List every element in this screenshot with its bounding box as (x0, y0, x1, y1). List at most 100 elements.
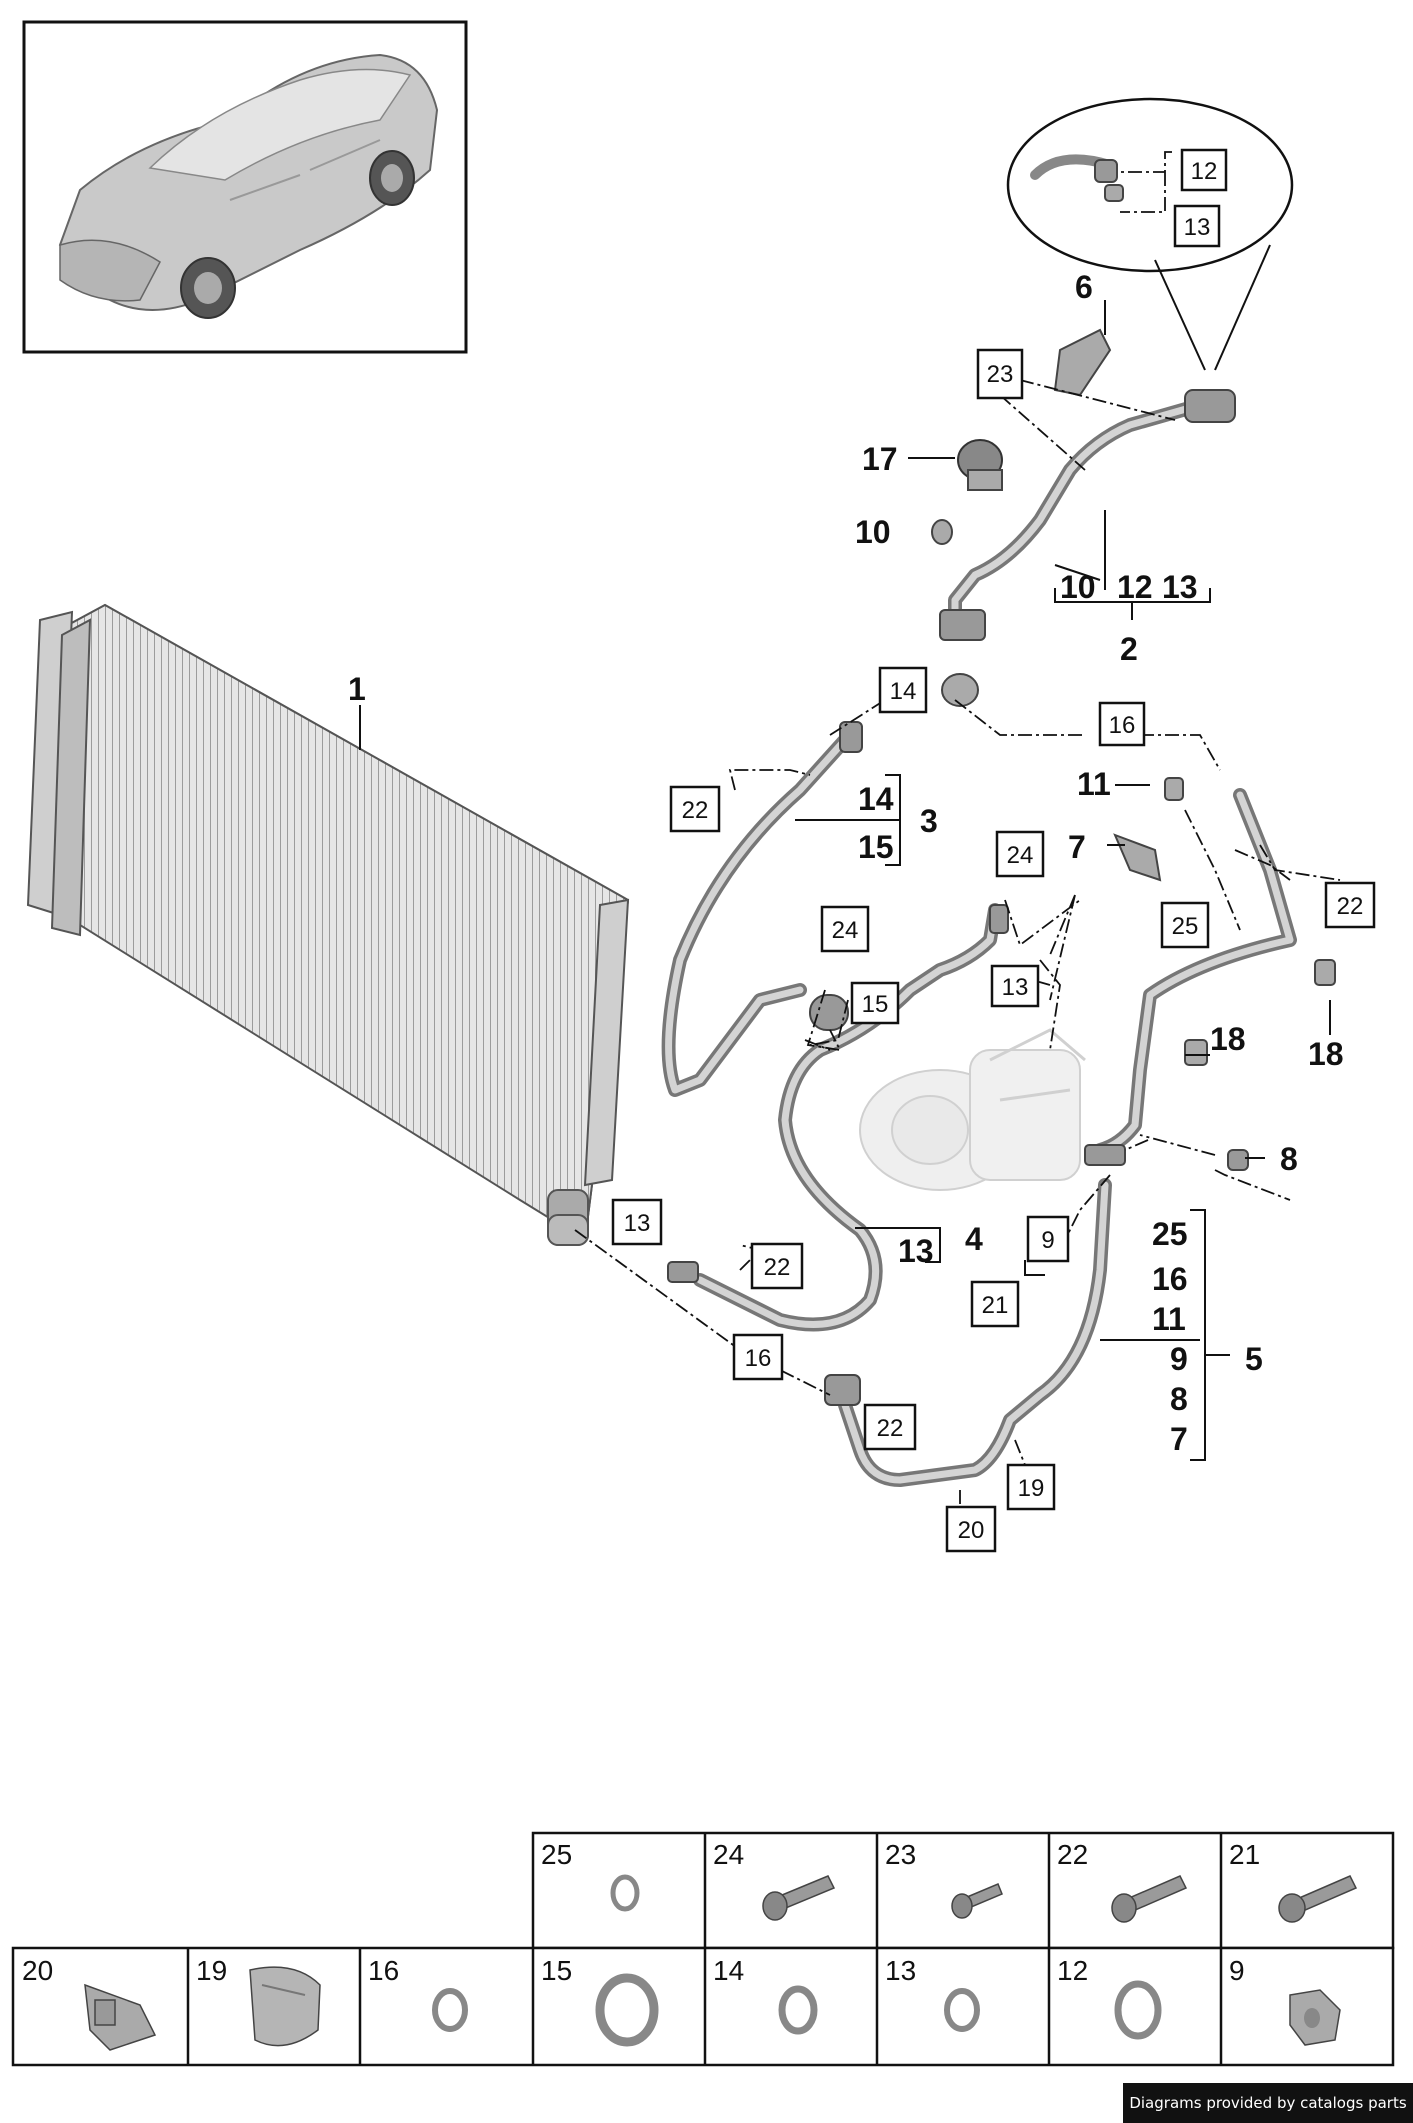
legend-label-21: 21 (1229, 1839, 1260, 1870)
callout-14: 14 (858, 781, 894, 817)
legend-label-23: 23 (885, 1839, 916, 1870)
callout-group5-a: 25 (1152, 1216, 1188, 1252)
callout-group5-f: 7 (1170, 1421, 1188, 1457)
callout-group2-b: 12 (1117, 569, 1153, 605)
svg-text:22: 22 (1337, 893, 1364, 920)
svg-text:22: 22 (877, 1415, 904, 1442)
box-16-b: 16 (732, 1333, 784, 1381)
legend-grid: 25 24 23 22 21 20 19 16 15 14 13 12 9 (11, 1831, 1395, 2067)
legend-label-15: 15 (541, 1955, 572, 1986)
svg-text:9: 9 (1041, 1227, 1054, 1254)
o-ring-icon-12 (1114, 1980, 1162, 2040)
callout-17: 17 (862, 441, 898, 477)
svg-text:24: 24 (1007, 842, 1034, 869)
callout-6: 6 (1075, 269, 1093, 305)
callout-18a: 18 (1210, 1021, 1246, 1057)
box-22-b: 22 (1324, 881, 1376, 929)
callout-10: 10 (855, 514, 891, 550)
callout-group2-c: 13 (1162, 569, 1198, 605)
callout-11: 11 (1077, 766, 1111, 802)
legend-label-24: 24 (713, 1839, 744, 1870)
svg-text:13: 13 (1002, 974, 1029, 1001)
clamp-icon (249, 1966, 321, 2047)
svg-text:13: 13 (1184, 214, 1211, 241)
box-19: 19 (1006, 1463, 1056, 1511)
callout-group4: 13 (898, 1233, 934, 1269)
svg-text:12: 12 (1191, 158, 1218, 185)
callout-2: 2 (1120, 631, 1138, 667)
legend-label-14: 14 (713, 1955, 744, 1986)
callout-5: 5 (1245, 1341, 1263, 1377)
box-22-d: 22 (863, 1403, 917, 1451)
valve-core-icon (1289, 1989, 1341, 2046)
bolt-icon (762, 1875, 836, 1921)
ac-lines (661, 398, 1297, 1487)
vehicle-thumbnail (22, 20, 468, 354)
compressor-part (859, 1028, 1086, 1191)
box-13-low: 13 (611, 1198, 663, 1246)
box-22-c: 22 (750, 1242, 804, 1290)
svg-text:16: 16 (1109, 712, 1136, 739)
svg-text:24: 24 (832, 917, 859, 944)
legend-label-25: 25 (541, 1839, 572, 1870)
legend-label-16: 16 (368, 1955, 399, 1986)
svg-text:22: 22 (682, 797, 709, 824)
svg-text:25: 25 (1172, 913, 1199, 940)
boxed-callouts: 12 13 23 14 16 22 24 22 24 25 15 13 13 2… (611, 148, 1376, 1553)
box-24-b: 24 (820, 905, 870, 953)
svg-text:21: 21 (982, 1292, 1009, 1319)
legend-label-20: 20 (22, 1955, 53, 1986)
screw-icon (951, 1883, 1003, 1919)
box-13-top: 13 (1173, 204, 1221, 248)
callout-8: 8 (1280, 1141, 1298, 1177)
box-16-a: 16 (1098, 701, 1146, 747)
box-22-a: 22 (669, 785, 721, 833)
callout-numbers: 1 6 17 10 10 12 13 2 14 15 3 11 7 18 18 … (348, 269, 1344, 1457)
leader-lines (359, 300, 1331, 1461)
callout-15: 15 (858, 829, 894, 865)
svg-text:13: 13 (624, 1210, 651, 1237)
o-ring-icon (610, 1874, 640, 1912)
box-14: 14 (878, 666, 928, 714)
box-9: 9 (1026, 1215, 1070, 1263)
legend-label-9: 9 (1229, 1955, 1245, 1986)
legend-label-12: 12 (1057, 1955, 1088, 1986)
svg-text:15: 15 (862, 991, 889, 1018)
callout-4: 4 (965, 1221, 983, 1257)
callout-group5-c: 11 (1152, 1301, 1186, 1337)
legend-label-22: 22 (1057, 1839, 1088, 1870)
callout-7: 7 (1068, 829, 1086, 865)
callout-group5-d: 9 (1170, 1341, 1188, 1377)
svg-text:23: 23 (987, 361, 1014, 388)
svg-text:14: 14 (890, 678, 917, 705)
o-ring-icon-16 (432, 1988, 468, 2032)
box-15: 15 (850, 981, 900, 1025)
box-25: 25 (1160, 901, 1210, 949)
callout-1: 1 (348, 671, 366, 707)
box-20: 20 (945, 1505, 997, 1553)
credit-banner: Diagrams provided by catalogs parts (1123, 2083, 1413, 2123)
flange-bolt-icon (1278, 1875, 1358, 1923)
o-ring-icon-13 (944, 1988, 980, 2032)
o-ring-icon-14 (778, 1985, 818, 2035)
box-21: 21 (970, 1280, 1020, 1328)
callout-group5-e: 8 (1170, 1381, 1188, 1417)
legend-label-13: 13 (885, 1955, 916, 1986)
callout-18b: 18 (1308, 1036, 1344, 1072)
legend-label-19: 19 (196, 1955, 227, 1986)
bolt-icon-long (1111, 1875, 1188, 1923)
box-23: 23 (976, 348, 1024, 400)
callout-group2-a: 10 (1060, 569, 1096, 605)
svg-text:20: 20 (958, 1517, 985, 1544)
callout-group5-b: 16 (1152, 1261, 1188, 1297)
box-13-mid: 13 (990, 964, 1040, 1008)
fittings (667, 97, 1336, 1406)
clip-icon (84, 1983, 157, 2051)
svg-text:22: 22 (764, 1254, 791, 1281)
car-icon (58, 53, 439, 319)
box-12: 12 (1180, 148, 1228, 192)
callout-3: 3 (920, 803, 938, 839)
o-ring-icon-15 (595, 1973, 659, 2047)
svg-text:19: 19 (1018, 1475, 1045, 1502)
